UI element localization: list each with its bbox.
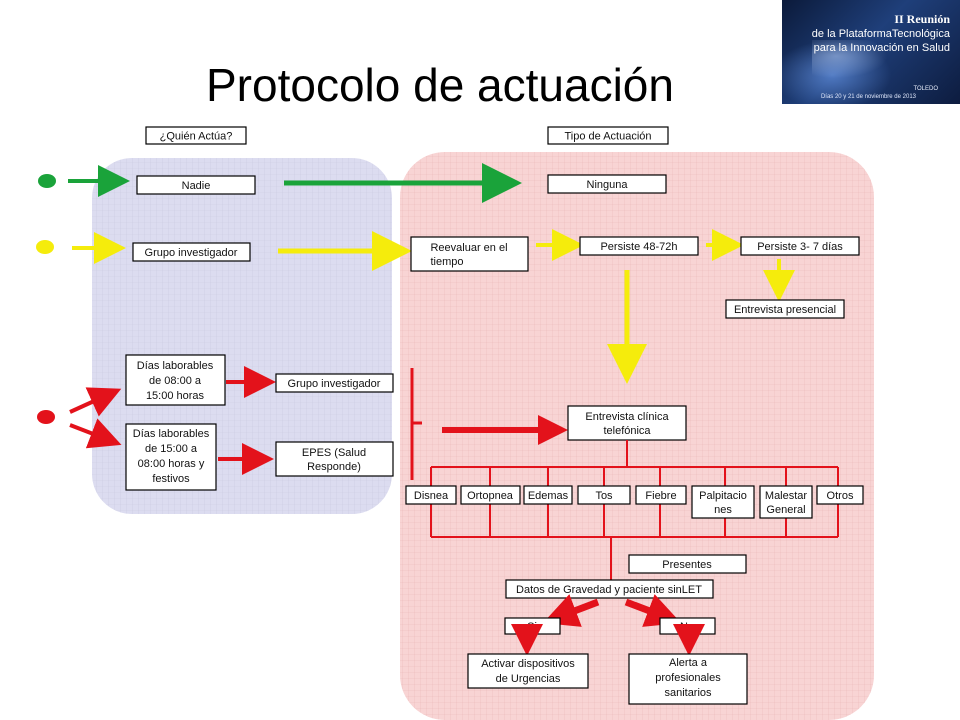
phone-interview-box: Entrevista clínica telefónica bbox=[567, 405, 687, 441]
yes-action-line-2: de Urgencias bbox=[496, 673, 561, 685]
persist-3-7-box: Persiste 3- 7 días bbox=[740, 236, 860, 256]
red-arrow-yes bbox=[542, 594, 600, 627]
banner-line2: de la PlataformaTecnológica bbox=[811, 28, 950, 40]
event-banner: II Reunión de la PlataformaTecnológica p… bbox=[782, 0, 960, 104]
red-dot-icon bbox=[37, 410, 55, 424]
weekday-day-line-3: 15:00 horas bbox=[146, 390, 205, 402]
symptom-edemas-text: Edemas bbox=[528, 490, 569, 502]
persist-3-7-text: Persiste 3- 7 días bbox=[757, 241, 843, 253]
yes-box: Si bbox=[504, 617, 561, 635]
severity-text: Datos de Gravedad y paciente sinLET bbox=[516, 584, 702, 596]
red-arrow-no bbox=[624, 594, 682, 627]
symptom-malestar-line-1: Malestar bbox=[765, 490, 808, 502]
day-who-box: Grupo investigador bbox=[275, 373, 394, 393]
weekday-day-line-1: Días laborables bbox=[137, 360, 214, 372]
no-action-box: Alerta a profesionales sanitarios bbox=[628, 653, 748, 705]
yellow-who-text: Grupo investigador bbox=[145, 247, 238, 259]
symptom-fiebre-text: Fiebre bbox=[645, 490, 676, 502]
present-text: Presentes bbox=[662, 559, 712, 571]
night-who-box: EPES (Salud Responde) bbox=[275, 441, 394, 477]
weekday-night-line-1: Días laborables bbox=[133, 428, 210, 440]
persist-48-text: Persiste 48-72h bbox=[600, 241, 677, 253]
weekday-day-box: Días laborables de 08:00 a 15:00 horas bbox=[125, 354, 226, 406]
yellow-dot-icon bbox=[36, 240, 54, 254]
green-action-box: Ninguna bbox=[547, 174, 667, 194]
symptom-ortopnea: Ortopnea bbox=[460, 485, 521, 505]
green-dot-icon bbox=[38, 174, 56, 188]
action-header-text: Tipo de Actuación bbox=[564, 131, 651, 143]
night-who-line-2: Responde) bbox=[307, 461, 361, 473]
weekday-night-line-3: 08:00 horas y bbox=[138, 458, 205, 470]
weekday-night-line-4: festivos bbox=[152, 473, 190, 485]
symptom-malestar: Malestar General bbox=[759, 485, 813, 519]
yes-action-box: Activar dispositivos de Urgencias bbox=[467, 653, 589, 689]
reevaluate-line-1: Reevaluar en el bbox=[430, 242, 507, 254]
weekday-day-line-2: de 08:00 a bbox=[149, 375, 202, 387]
banner-glow bbox=[782, 40, 892, 104]
weekday-night-line-2: de 15:00 a bbox=[145, 443, 198, 455]
no-action-line-2: profesionales bbox=[655, 672, 721, 684]
banner-city: TOLEDO bbox=[913, 86, 938, 92]
symptom-malestar-line-2: General bbox=[766, 504, 805, 516]
symptom-edemas: Edemas bbox=[523, 485, 573, 505]
banner-line3: para la Innovación en Salud bbox=[813, 42, 950, 54]
no-action-line-1: Alerta a bbox=[669, 657, 708, 669]
banner-line1: II Reunión bbox=[894, 12, 950, 26]
who-header-text: ¿Quién Actúa? bbox=[160, 131, 233, 143]
action-header: Tipo de Actuación bbox=[547, 126, 669, 145]
banner-line23: de la PlataformaTecnológica para la Inno… bbox=[812, 27, 950, 55]
symptom-palpitaciones: Palpitacio nes bbox=[691, 485, 755, 519]
symptom-palpitaciones-line-1: Palpitacio bbox=[699, 490, 747, 502]
reevaluate-box: Reevaluar en el tiempo bbox=[410, 236, 529, 272]
symptom-otros-text: Otros bbox=[827, 490, 854, 502]
interview-in-person-box: Entrevista presencial bbox=[725, 299, 845, 319]
symptom-disnea-text: Disnea bbox=[414, 490, 449, 502]
symptom-otros: Otros bbox=[816, 485, 864, 505]
banner-hand-image bbox=[812, 40, 892, 80]
day-who-text: Grupo investigador bbox=[288, 378, 381, 390]
green-who-text: Nadie bbox=[182, 180, 211, 192]
persist-48-box: Persiste 48-72h bbox=[579, 236, 699, 256]
symptom-fiebre: Fiebre bbox=[635, 485, 687, 505]
banner-dates: Días 20 y 21 de noviembre de 2013 bbox=[820, 94, 916, 100]
symptom-ortopnea-text: Ortopnea bbox=[467, 490, 514, 502]
red-arrow-down bbox=[69, 418, 122, 449]
symptom-tos: Tos bbox=[577, 485, 631, 505]
green-action-text: Ninguna bbox=[587, 179, 629, 191]
phone-interview-line-2: telefónica bbox=[603, 425, 651, 437]
green-who-box: Nadie bbox=[136, 175, 256, 195]
yes-text: Si bbox=[527, 621, 537, 633]
severity-box: Datos de Gravedad y paciente sinLET bbox=[505, 579, 714, 599]
interview-in-person-text: Entrevista presencial bbox=[734, 304, 836, 316]
symptom-tree bbox=[430, 440, 839, 580]
yes-action-line-1: Activar dispositivos bbox=[481, 658, 575, 670]
red-arrow-up bbox=[69, 387, 122, 417]
slide-title: Protocolo de actuación bbox=[206, 59, 674, 111]
present-box: Presentes bbox=[628, 554, 747, 574]
who-header: ¿Quién Actúa? bbox=[145, 126, 247, 145]
symptom-tos-text: Tos bbox=[595, 490, 613, 502]
no-text: No bbox=[680, 621, 694, 633]
reevaluate-line-2: tiempo bbox=[430, 256, 463, 268]
weekday-night-box: Días laborables de 15:00 a 08:00 horas y… bbox=[125, 423, 217, 491]
yellow-who-box: Grupo investigador bbox=[132, 242, 251, 262]
phone-interview-line-1: Entrevista clínica bbox=[585, 411, 669, 423]
no-box: No bbox=[659, 617, 716, 635]
night-who-line-1: EPES (Salud bbox=[302, 447, 366, 459]
symptom-disnea: Disnea bbox=[405, 485, 457, 505]
symptom-palpitaciones-line-2: nes bbox=[714, 504, 732, 516]
no-action-line-3: sanitarios bbox=[664, 687, 712, 699]
